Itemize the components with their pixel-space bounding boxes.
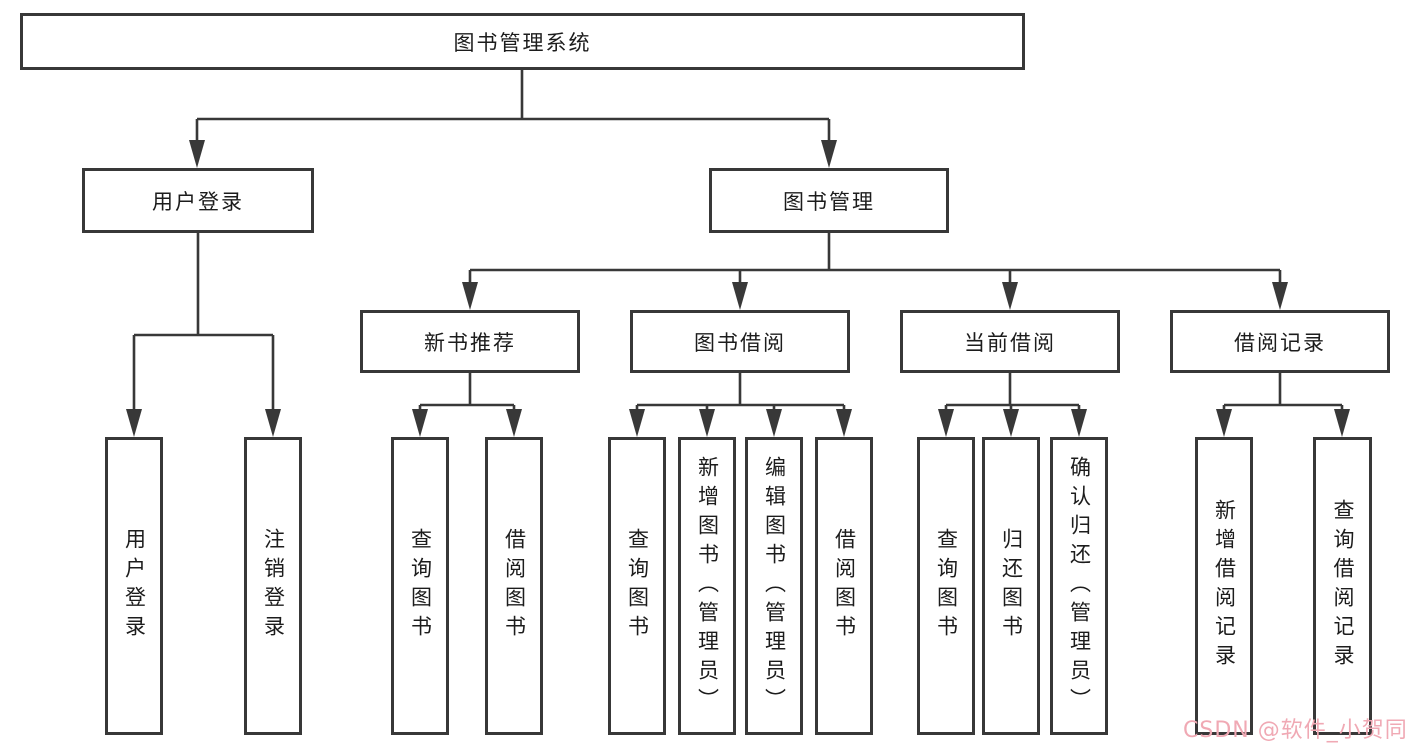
node-book-management: 图书管理	[709, 168, 949, 233]
leaf-add-borrow-record-label: 新增借阅记录	[1212, 499, 1237, 673]
leaf-confirm-return-admin-label: 确认归还（管理员）	[1067, 455, 1092, 717]
leaf-borrow-books-1-label: 借阅图书	[502, 528, 527, 644]
leaf-borrow-books-2: 借阅图书	[815, 437, 873, 735]
leaf-add-borrow-record: 新增借阅记录	[1195, 437, 1253, 735]
leaf-query-books-2: 查询图书	[608, 437, 666, 735]
node-user-login-branch: 用户登录	[82, 168, 314, 233]
node-borrow-record-label: 借阅记录	[1234, 330, 1326, 355]
node-root-system-label: 图书管理系统	[453, 30, 592, 55]
node-new-book-recommend: 新书推荐	[360, 310, 580, 373]
leaf-query-books-2-label: 查询图书	[625, 528, 650, 644]
leaf-logout: 注销登录	[244, 437, 302, 735]
leaf-query-books-3: 查询图书	[917, 437, 975, 735]
node-book-borrow-label: 图书借阅	[694, 330, 786, 355]
node-current-borrow: 当前借阅	[900, 310, 1120, 373]
leaf-confirm-return-admin: 确认归还（管理员）	[1050, 437, 1108, 735]
leaf-query-books-1-label: 查询图书	[408, 528, 433, 644]
leaf-add-books-admin-label: 新增图书（管理员）	[695, 455, 720, 717]
leaf-user-login-label: 用户登录	[122, 528, 147, 644]
node-new-book-recommend-label: 新书推荐	[424, 330, 516, 355]
leaf-query-borrow-record-label: 查询借阅记录	[1331, 499, 1355, 673]
leaf-query-books-1: 查询图书	[391, 437, 449, 735]
node-book-management-label: 图书管理	[783, 189, 875, 214]
leaf-edit-books-admin: 编辑图书（管理员）	[745, 437, 803, 735]
leaf-borrow-books-2-label: 借阅图书	[832, 528, 857, 644]
node-book-borrow: 图书借阅	[630, 310, 850, 373]
node-current-borrow-label: 当前借阅	[964, 330, 1056, 355]
node-root-system: 图书管理系统	[20, 13, 1025, 70]
leaf-query-books-3-label: 查询图书	[934, 528, 959, 644]
leaf-user-login: 用户登录	[105, 437, 163, 735]
leaf-edit-books-admin-label: 编辑图书（管理员）	[762, 455, 787, 717]
leaf-logout-label: 注销登录	[261, 528, 286, 644]
leaf-return-books: 归还图书	[982, 437, 1040, 735]
node-borrow-record: 借阅记录	[1170, 310, 1390, 373]
leaf-borrow-books-1: 借阅图书	[485, 437, 543, 735]
csdn-watermark: CSDN @软件_小贺同学	[1183, 718, 1405, 743]
arrowheads	[126, 140, 1350, 437]
node-user-login-branch-label: 用户登录	[152, 189, 244, 214]
leaf-query-borrow-record: 查询借阅记录	[1313, 437, 1372, 735]
leaf-return-books-label: 归还图书	[999, 528, 1024, 644]
leaf-add-books-admin: 新增图书（管理员）	[678, 437, 736, 735]
